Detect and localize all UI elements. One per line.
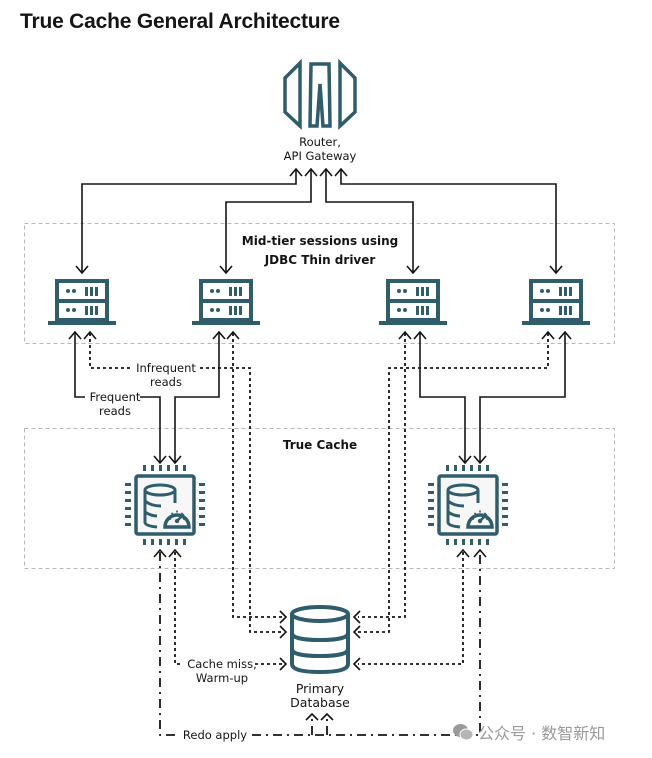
server-icon <box>48 279 116 325</box>
true-cache-label: True Cache <box>283 438 357 452</box>
mid-tier-group-box <box>24 223 615 344</box>
mid-tier-label-line1: Mid-tier sessions using <box>242 234 398 248</box>
router-to-server-links <box>75 167 563 275</box>
server-icon <box>379 279 447 325</box>
cache-miss-label-line2: Warm-up <box>196 671 248 685</box>
watermark-text: 公众号 · 数智新知 <box>478 724 606 743</box>
router-label-line2: API Gateway <box>284 149 357 163</box>
wechat-icon <box>453 724 474 741</box>
cache-miss-label-line1: Cache miss, <box>187 657 256 671</box>
page-title: True Cache General Architecture <box>20 10 340 33</box>
database-icon <box>290 605 350 675</box>
primary-database-label-line1: Primary <box>296 681 345 696</box>
server-icon <box>192 279 260 325</box>
infrequent-read-links <box>89 333 549 633</box>
router-icon <box>283 58 357 131</box>
frequent-reads-label-line1: Frequent <box>90 390 141 404</box>
cache-miss-arrowheads <box>168 548 470 671</box>
redo-apply-links <box>159 552 481 736</box>
cache-chip-icon <box>123 463 207 547</box>
server-icon <box>522 279 590 325</box>
cache-miss-links <box>174 552 464 665</box>
infrequent-reads-label-line2: reads <box>150 375 182 389</box>
true-cache-group-box <box>24 428 615 569</box>
infrequent-arrowheads <box>83 330 555 639</box>
mid-tier-label-line2: JDBC Thin driver <box>264 253 376 267</box>
router-label-line1: Router, <box>299 135 341 149</box>
infrequent-reads-label-line1: Infrequent <box>136 361 196 375</box>
cache-chip-icon <box>426 463 510 547</box>
redo-apply-arrowheads <box>153 548 487 721</box>
primary-database-label-line2: Database <box>290 695 350 710</box>
frequent-reads-label-line2: reads <box>99 404 131 418</box>
frequent-read-links <box>68 330 572 465</box>
redo-apply-label: Redo apply <box>183 728 247 742</box>
watermark: 公众号 · 数智新知 <box>452 720 605 744</box>
